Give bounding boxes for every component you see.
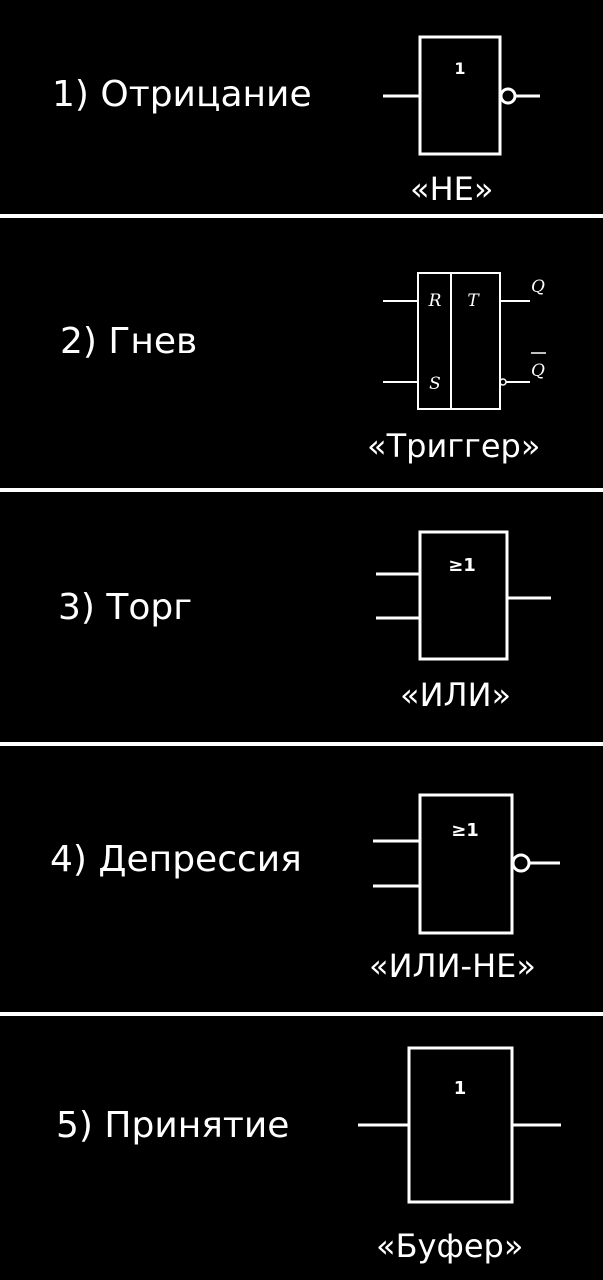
divider: [0, 214, 603, 218]
stage-label: 2) Гнев: [60, 321, 198, 362]
panel-not: 1) Отрицание 1 «НЕ»: [0, 0, 603, 214]
panel-buffer: 5) Принятие 1 «Буфер»: [0, 1016, 603, 1280]
panel-or: 3) Торг ≥1 «ИЛИ»: [0, 492, 603, 742]
divider: [0, 742, 603, 746]
or-gate-icon: ≥1: [376, 530, 551, 661]
gate-caption: «Триггер»: [367, 427, 541, 465]
gate-symbol: ≥1: [448, 555, 476, 576]
gate-symbol: 1: [454, 59, 465, 78]
not-gate-icon: 1: [383, 35, 540, 156]
panel-trigger: 2) Гнев R S T Q Q «Триггер»: [0, 218, 603, 488]
stage-label: 5) Принятие: [56, 1105, 290, 1146]
set-label: S: [429, 374, 441, 394]
gate-caption: «ИЛИ»: [400, 676, 512, 714]
reset-label: R: [428, 291, 442, 311]
stage-label: 1) Отрицание: [52, 74, 312, 115]
gate-symbol: 1: [454, 1078, 467, 1099]
stage-label: 4) Депрессия: [50, 839, 302, 880]
divider: [0, 488, 603, 492]
gate-caption: «ИЛИ-НЕ»: [369, 947, 536, 985]
buffer-gate-icon: 1: [358, 1046, 561, 1204]
divider: [0, 1012, 603, 1016]
stage-label: 3) Торг: [58, 587, 193, 628]
q-output-label: Q: [531, 277, 545, 297]
panel-nor: 4) Депрессия ≥1 «ИЛИ-НЕ»: [0, 746, 603, 1012]
toggle-label: T: [467, 291, 480, 311]
trigger-icon: R S T Q Q: [383, 272, 546, 410]
gate-symbol: ≥1: [451, 820, 479, 841]
nor-gate-icon: ≥1: [373, 793, 560, 935]
q-bar-output-label: Q: [531, 361, 545, 381]
gate-caption: «Буфер»: [376, 1227, 524, 1265]
gate-caption: «НЕ»: [410, 170, 494, 208]
